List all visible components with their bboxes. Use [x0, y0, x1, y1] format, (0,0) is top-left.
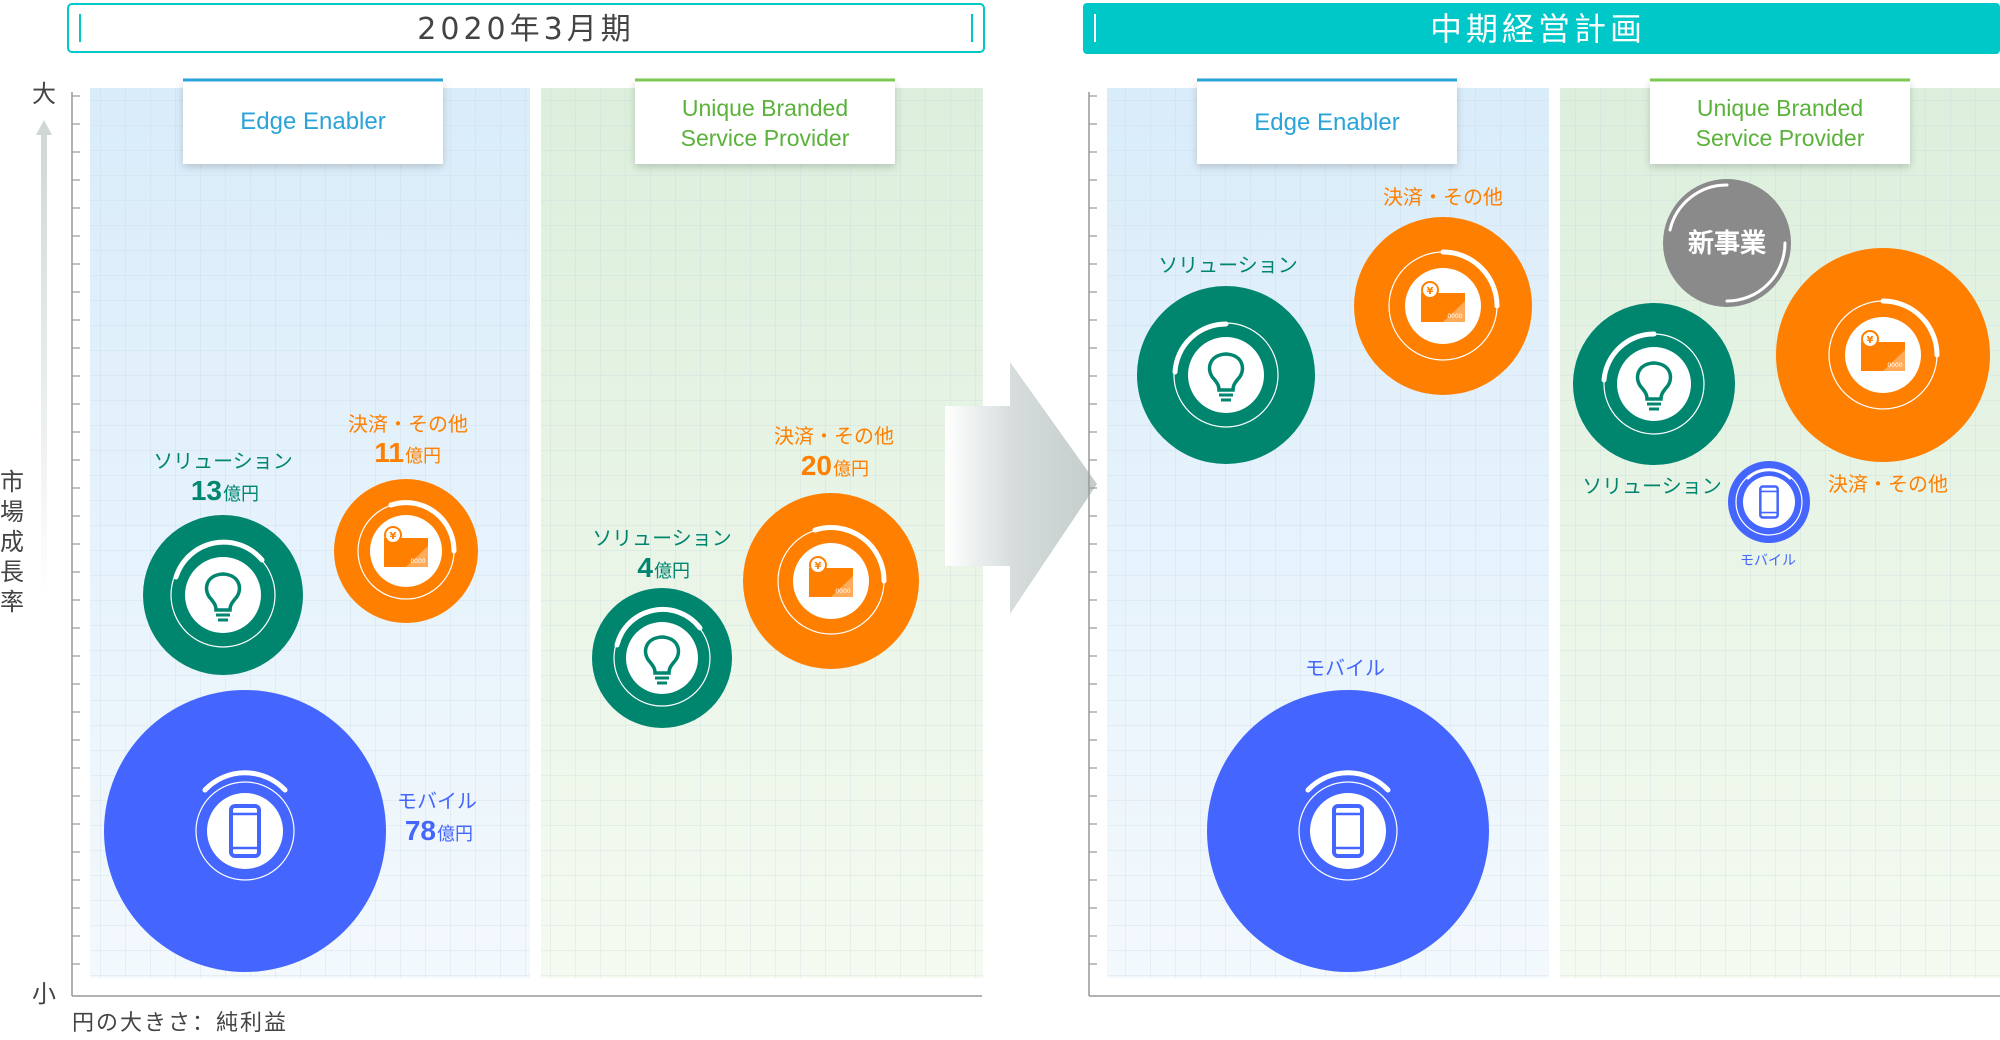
bubble-l-solution: ソリューション 13 億円: [143, 449, 303, 675]
yen-card-icon: ¥ 0000: [1861, 330, 1905, 371]
right-ubsp-title-2: Service Provider: [1696, 125, 1865, 151]
axis-top-label: 大: [32, 80, 56, 108]
right-edge-header: [1197, 80, 1457, 164]
bubble-name: 新事業: [1688, 228, 1766, 259]
lightbulb-icon: [204, 572, 242, 622]
bubble-r-solution: ソリューション: [1137, 253, 1315, 464]
bubble-unit: 億円: [654, 561, 690, 582]
axis-bottom-label: 小: [32, 980, 56, 1008]
right-edge-title: Edge Enabler: [1254, 109, 1399, 136]
lightbulb-icon: [1207, 352, 1245, 402]
svg-text:0000: 0000: [410, 558, 425, 565]
smartphone-icon: [1332, 804, 1364, 858]
left-ubsp-title-2: Service Provider: [681, 125, 850, 151]
bubble-name: モバイル: [1740, 553, 1796, 569]
bubble-name: 決済・その他: [774, 424, 894, 448]
svg-text:0000: 0000: [1447, 313, 1462, 320]
left-panel-title: 2020年3月期: [417, 12, 634, 47]
yen-card-icon: ¥ 0000: [1421, 281, 1465, 322]
bubble-size-footnote: 円の大きさ：純利益: [72, 1011, 288, 1036]
svg-text:0000: 0000: [835, 588, 850, 595]
bubble-r-payment-ubsp: ¥ 0000 決済・その他: [1776, 248, 1990, 496]
bubble-value: 11: [374, 437, 404, 468]
bubble-name: 決済・その他: [1383, 185, 1503, 209]
bubble-l-mobile: モバイル 78 億円: [104, 690, 477, 972]
yen-card-icon: ¥ 0000: [809, 556, 853, 597]
left-ubsp-header: [635, 80, 895, 164]
bubble-unit: 億円: [223, 484, 259, 505]
right-panel: 中期経営計画 Edge Enabler Unique Branded Servi…: [1083, 3, 2000, 997]
bubble-value: 20: [801, 450, 832, 481]
svg-text:¥: ¥: [815, 561, 822, 572]
bubble-r-mobile: モバイル: [1207, 656, 1489, 972]
axis-label-char: 率: [0, 588, 24, 616]
lightbulb-icon: [1635, 361, 1673, 411]
right-ubsp-header: [1650, 80, 1910, 164]
smartphone-icon: [229, 804, 261, 858]
axis-label-char: 場: [0, 498, 24, 526]
right-title-box: [1083, 3, 2000, 54]
left-ubsp-title-1: Unique Branded: [682, 95, 848, 121]
bubble-name: ソリューション: [1582, 474, 1722, 498]
svg-text:¥: ¥: [1427, 286, 1434, 297]
bubble-name: ソリューション: [153, 449, 293, 473]
yen-card-icon: ¥ 0000: [384, 526, 428, 567]
transition-arrow: [945, 362, 1097, 614]
lightbulb-icon: [643, 635, 681, 685]
right-panel-title: 中期経営計画: [1430, 10, 1646, 48]
bubble-r-payment: ¥ 0000 決済・その他: [1354, 185, 1532, 395]
bubble-name: モバイル: [1305, 656, 1385, 680]
axis-label-char: 長: [0, 558, 24, 586]
bubble-unit: 億円: [437, 824, 473, 845]
bubble-name: ソリューション: [1158, 253, 1298, 277]
bubble-value: 13: [191, 475, 222, 506]
left-edge-title: Edge Enabler: [240, 108, 385, 135]
growth-axis-arrow: [36, 120, 52, 600]
bubble-value: 4: [637, 552, 653, 583]
bubble-unit: 億円: [405, 446, 441, 467]
bubble-r-new: 新事業: [1663, 179, 1791, 307]
bubble-l-payment: ¥ 0000 決済・その他 11 億円: [334, 412, 478, 623]
svg-text:¥: ¥: [1867, 335, 1874, 346]
bubble-l-solution-ubsp: ソリューション 4 億円: [592, 526, 732, 728]
smartphone-icon: [1759, 485, 1779, 519]
bubble-name: ソリューション: [592, 526, 732, 550]
bubble-name: モバイル: [397, 789, 477, 813]
left-edge-header: [183, 80, 443, 164]
bubble-unit: 億円: [833, 459, 869, 480]
bubble-l-payment-ubsp: ¥ 0000 決済・その他 20 億円: [743, 424, 919, 669]
axis-label-char: 成: [0, 528, 24, 556]
bubble-name: 決済・その他: [348, 412, 468, 436]
svg-text:0000: 0000: [1887, 362, 1902, 369]
bubble-value: 78: [405, 815, 436, 846]
left-title-box: [67, 3, 985, 53]
right-ubsp-title-1: Unique Branded: [1697, 95, 1863, 121]
svg-text:¥: ¥: [390, 531, 397, 542]
bubble-name: 決済・その他: [1828, 472, 1948, 496]
axis-label-char: 市: [0, 468, 24, 496]
bubble-r-mobile-ubsp: モバイル: [1728, 461, 1810, 569]
bubble-r-solution-ubsp: ソリューション: [1573, 303, 1735, 498]
